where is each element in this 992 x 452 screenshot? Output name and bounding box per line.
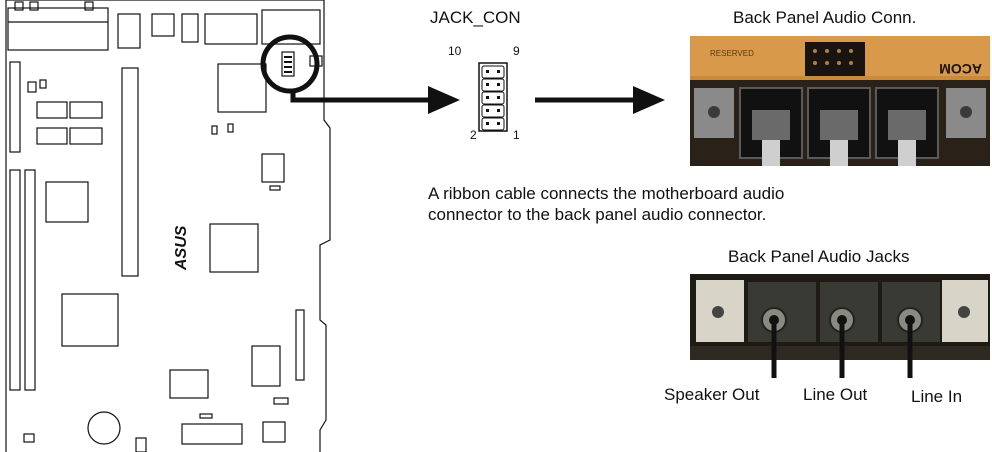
- board-outline: [5, 0, 331, 452]
- southbridge-chip: [61, 293, 119, 347]
- back-panel-conn-title: Back Panel Audio Conn.: [733, 8, 917, 27]
- description-line-1: A ribbon cable connects the motherboard …: [428, 184, 785, 203]
- pin-header: [478, 62, 508, 132]
- io-port-2: [151, 13, 175, 37]
- jack-leader-lines: [771, 320, 913, 378]
- io-chip: [209, 223, 259, 273]
- highlight-circle: [260, 34, 320, 94]
- pin-label-9: 9: [513, 44, 520, 58]
- description-line-2: connector to the back panel audio connec…: [428, 205, 767, 224]
- jack-label-speaker-out: Speaker Out: [664, 385, 760, 404]
- pin-label-2: 2: [470, 128, 477, 142]
- photo-header: [805, 42, 865, 76]
- pin-label-10: 10: [448, 44, 462, 58]
- photo-label-acom: ACOM: [939, 61, 982, 77]
- dimm-slot-2: [24, 169, 36, 391]
- io-port-1: [117, 13, 141, 49]
- cpu-chip: [217, 63, 267, 113]
- chip: [36, 101, 68, 119]
- back-panel-jacks-title: Back Panel Audio Jacks: [728, 247, 910, 266]
- io-port-serial: [204, 13, 258, 45]
- io-port-parallel: [261, 9, 321, 45]
- connector-name: JACK_CON: [430, 8, 521, 27]
- callout-arrow: [290, 90, 430, 103]
- battery: [87, 411, 121, 445]
- board-audio-connector: [281, 51, 295, 77]
- jack-label-line-in: Line In: [911, 387, 963, 406]
- back-panel-conn-photo: RESERVED ACOM: [690, 36, 990, 166]
- io-connector-left: [7, 7, 109, 51]
- dimm-slot-1: [9, 169, 21, 391]
- northbridge-chip: [45, 181, 89, 223]
- board-logo: ASUS: [173, 225, 190, 271]
- pin-label-1: 1: [513, 128, 520, 142]
- io-port-3: [181, 13, 199, 43]
- jack-label-line-out: Line Out: [803, 385, 868, 404]
- expansion-slot: [121, 67, 139, 277]
- photo-label-reserved: RESERVED: [710, 49, 754, 58]
- motherboard-diagram: ASUS: [5, 0, 331, 452]
